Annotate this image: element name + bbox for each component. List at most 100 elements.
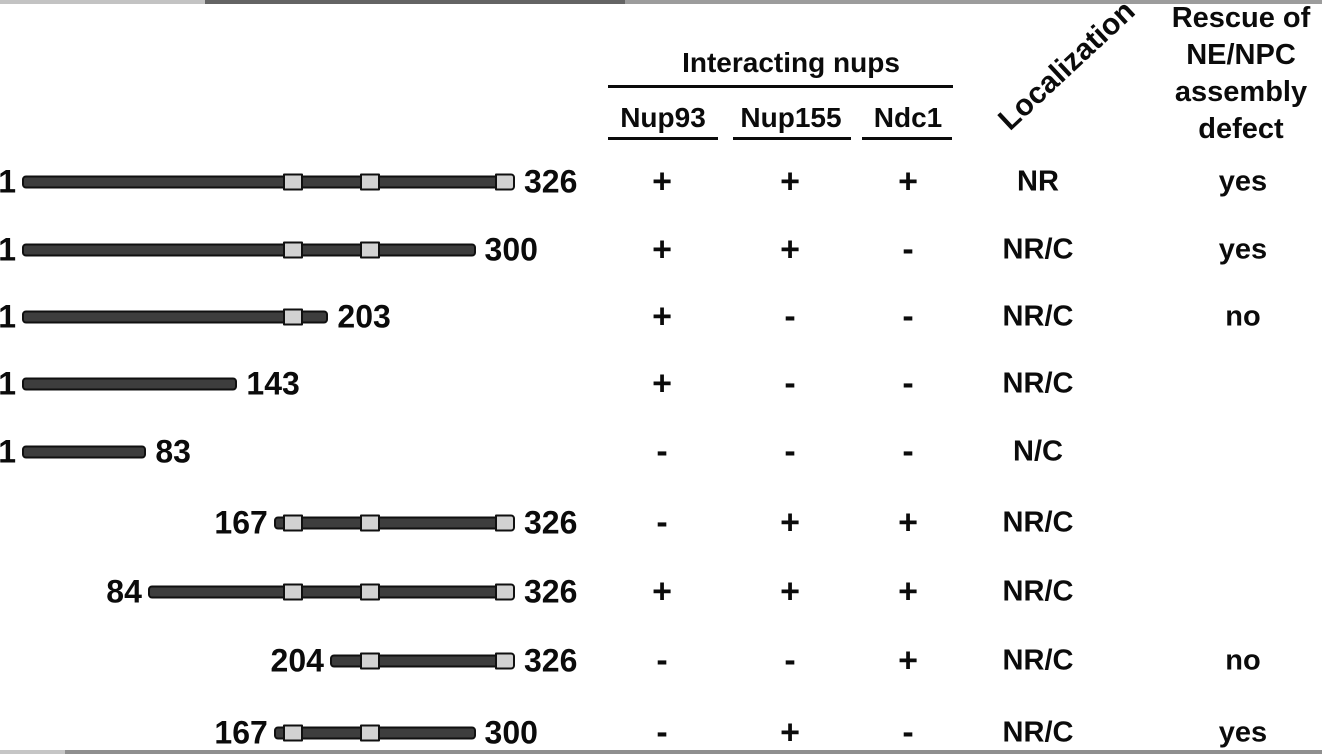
construct-start-label: 1 — [0, 433, 16, 470]
localization-value: N/C — [1013, 435, 1063, 468]
construct-bar — [22, 241, 476, 259]
motif-segment — [282, 241, 303, 259]
rescue-value: no — [1225, 644, 1261, 677]
bottom-edge-segment — [0, 750, 65, 754]
nup93-value: + — [652, 230, 672, 269]
cterm-motif-segment — [495, 514, 515, 532]
bottom-edge-segment — [65, 750, 1322, 754]
top-edge-segment — [205, 0, 625, 4]
construct-end-label: 326 — [523, 642, 578, 679]
localization-value: NR/C — [1002, 367, 1074, 400]
nup93-value: - — [656, 503, 668, 542]
rescue-header-line3: assembly — [1174, 76, 1308, 108]
ndc1-value: + — [898, 641, 918, 680]
construct-start-label: 84 — [106, 573, 142, 610]
motif-segment — [360, 583, 380, 601]
motif-segment — [282, 514, 303, 532]
cterm-motif-segment — [495, 652, 515, 670]
construct-bar — [273, 724, 476, 742]
ndc1-value: - — [902, 432, 914, 471]
construct-start-label: 204 — [270, 642, 324, 679]
nup155-value: - — [784, 641, 796, 680]
rescue-value: yes — [1218, 233, 1268, 266]
rescue-header-line1: Rescue of — [1171, 2, 1311, 34]
rescue-value: yes — [1218, 716, 1268, 749]
construct-start-label: 1 — [0, 163, 16, 200]
localization-value: NR/C — [1002, 716, 1074, 749]
construct-bar — [22, 377, 238, 391]
interacting-nups-header: Interacting nups — [682, 47, 900, 78]
nup93-value: + — [652, 297, 672, 336]
nup93-value: + — [652, 162, 672, 201]
localization-value: NR/C — [1002, 233, 1074, 266]
top-edge-segment — [0, 0, 205, 4]
ndc1-value: - — [902, 297, 914, 336]
nup155-value: + — [780, 572, 800, 611]
construct-bar — [22, 173, 515, 191]
nup93-value: - — [656, 641, 668, 680]
localization-value: NR/C — [1002, 575, 1074, 608]
motif-segment — [360, 241, 380, 259]
construct-end-label: 143 — [246, 365, 300, 402]
construct-start-label: 167 — [214, 714, 268, 751]
rescue-header-line2: NE/NPC — [1186, 39, 1296, 71]
construct-start-label: 1 — [0, 231, 16, 268]
rescue-header: Rescue of NE/NPC assembly defect — [1158, 0, 1322, 148]
nup155-underline — [733, 137, 851, 140]
nup155-value: - — [784, 432, 796, 471]
nup155-value: + — [780, 162, 800, 201]
ndc1-value: + — [898, 162, 918, 201]
localization-value: NR/C — [1002, 644, 1074, 677]
construct-start-label: 1 — [0, 298, 16, 335]
ndc1-value: - — [902, 230, 914, 269]
motif-segment — [360, 514, 380, 532]
ndc1-value: + — [898, 572, 918, 611]
nup93-value: + — [652, 572, 672, 611]
interacting-nups-underline — [608, 85, 953, 88]
construct-start-label: 1 — [0, 365, 16, 402]
motif-segment — [360, 173, 380, 191]
construct-bar — [273, 514, 515, 532]
localization-value: NR/C — [1002, 506, 1074, 539]
construct-start-label: 167 — [214, 504, 268, 541]
column-header-nup93: Nup93 — [620, 102, 706, 133]
construct-end-label: 203 — [337, 298, 391, 335]
column-header-ndc1: Ndc1 — [873, 102, 943, 133]
localization-header: Localization — [992, 0, 1142, 137]
nup155-value: - — [784, 364, 796, 403]
localization-value: NR — [1017, 165, 1059, 198]
motif-segment — [282, 173, 303, 191]
cterm-motif-segment — [495, 173, 515, 191]
construct-bar — [147, 583, 515, 601]
column-header-nup155: Nup155 — [740, 102, 842, 133]
nup155-value: - — [784, 297, 796, 336]
construct-end-label: 326 — [523, 163, 578, 200]
ndc1-value: - — [902, 364, 914, 403]
localization-value: NR/C — [1002, 300, 1074, 333]
nup93-value: - — [656, 432, 668, 471]
nup155-value: + — [780, 230, 800, 269]
nup93-value: - — [656, 713, 668, 752]
motif-segment — [282, 583, 303, 601]
motif-segment — [360, 724, 380, 742]
construct-end-label: 300 — [484, 714, 538, 751]
motif-segment — [282, 308, 303, 326]
nup155-value: + — [780, 713, 800, 752]
rescue-header-line4: defect — [1198, 113, 1284, 145]
motif-segment — [282, 724, 303, 742]
ndc1-underline — [862, 137, 952, 140]
top-edge-segment — [625, 0, 1322, 4]
ndc1-value: - — [902, 713, 914, 752]
rescue-value: no — [1225, 300, 1261, 333]
ndc1-value: + — [898, 503, 918, 542]
construct-bar — [22, 445, 147, 459]
nup93-value: + — [652, 364, 672, 403]
nup93-underline — [608, 137, 718, 140]
nup155-value: + — [780, 503, 800, 542]
construct-end-label: 300 — [484, 231, 538, 268]
cterm-motif-segment — [495, 583, 515, 601]
construct-end-label: 83 — [155, 433, 191, 470]
rescue-value: yes — [1218, 165, 1268, 198]
motif-segment — [360, 652, 380, 670]
